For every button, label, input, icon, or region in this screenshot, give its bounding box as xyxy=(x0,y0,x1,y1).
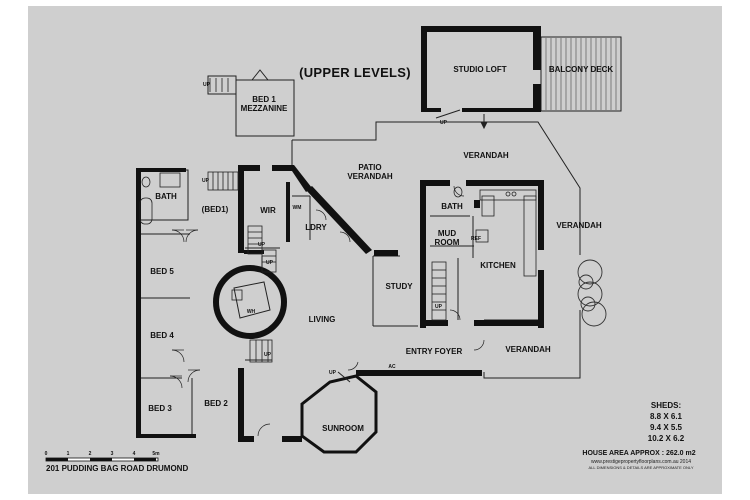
door-swings xyxy=(169,185,485,437)
label-living: LIVING xyxy=(309,315,336,324)
up-marker-living: UP xyxy=(264,352,272,358)
address-label: 201 PUDDING BAG ROAD DRUMOND xyxy=(46,464,188,473)
plan-heading: (UPPER LEVELS) xyxy=(299,65,411,80)
shed-size-2: 9.4 X 5.5 xyxy=(650,423,683,432)
direction-arrows xyxy=(337,109,488,383)
label-mud-line1: MUD xyxy=(438,229,456,238)
label-ref: REF xyxy=(471,236,481,242)
label-study: STUDY xyxy=(385,282,413,291)
label-studio-loft: STUDIO LOFT xyxy=(453,65,506,74)
sheds-title: SHEDS: xyxy=(651,401,681,410)
label-kitchen: KITCHEN xyxy=(480,261,516,270)
fixtures xyxy=(139,172,537,277)
label-verandah-right: VERANDAH xyxy=(556,221,602,230)
label-bed3: BED 3 xyxy=(148,404,172,413)
label-bed1-mezzanine-line2: MEZZANINE xyxy=(241,104,288,113)
label-bath-left: BATH xyxy=(155,192,177,201)
scale-tick-3: 3 xyxy=(111,451,114,457)
label-bed1-mezzanine-line1: BED 1 xyxy=(252,95,276,104)
scale-tick-0: 0 xyxy=(45,451,48,457)
label-patio-line2: VERANDAH xyxy=(347,172,393,181)
sunroom-outline xyxy=(300,374,378,454)
label-bed5: BED 5 xyxy=(150,267,174,276)
up-marker-studio: UP xyxy=(440,120,448,126)
label-bed2: BED 2 xyxy=(204,399,228,408)
label-verandah-bottom: VERANDAH xyxy=(505,345,551,354)
label-verandah-top: VERANDAH xyxy=(463,151,509,160)
label-bed1: (BED1) xyxy=(202,205,229,214)
label-wm: WM xyxy=(293,205,302,211)
label-mud-line2: ROOM xyxy=(435,238,460,247)
label-sunroom: SUNROOM xyxy=(322,424,364,433)
up-marker-wir: UP xyxy=(258,242,266,248)
credit-line-1: www.prestigepropertyfloorplans.com.au 20… xyxy=(591,459,691,465)
label-bed4: BED 4 xyxy=(150,331,174,340)
label-ac: AC xyxy=(388,364,396,370)
up-marker-sunroom: UP xyxy=(329,370,337,376)
scale-tick-5m: 5m xyxy=(152,451,160,457)
shed-size-3: 10.2 X 6.2 xyxy=(648,434,685,443)
stairs xyxy=(207,78,447,363)
trees xyxy=(577,259,607,327)
up-marker-bed1: UP xyxy=(202,178,210,184)
balcony-deck-hatch xyxy=(545,38,617,110)
house-area-label: HOUSE AREA APPROX : 262.0 m2 xyxy=(582,450,695,457)
scale-bar xyxy=(45,457,159,462)
label-patio-line1: PATIO xyxy=(358,163,381,172)
scale-tick-1: 1 xyxy=(67,451,70,457)
label-wh: WH xyxy=(247,309,256,315)
outline-lines xyxy=(137,36,622,436)
label-entry-foyer: ENTRY FOYER xyxy=(406,347,463,356)
up-marker-hall: UP xyxy=(266,260,274,266)
scale-tick-4: 4 xyxy=(133,451,136,457)
label-bath-right: BATH xyxy=(441,202,463,211)
up-marker-mudroom: UP xyxy=(435,304,443,310)
label-balcony-deck: BALCONY DECK xyxy=(549,65,614,74)
wh-drum xyxy=(213,265,287,339)
label-ldry: LDRY xyxy=(305,223,327,232)
up-marker-mezzanine: UP xyxy=(203,82,211,88)
label-wir: WIR xyxy=(260,206,276,215)
walls xyxy=(136,26,544,442)
credit-line-2: ALL DIMENSIONS & DETAILS ARE APPROXIMATE… xyxy=(589,465,694,470)
shed-size-1: 8.8 X 6.1 xyxy=(650,412,683,421)
scale-tick-2: 2 xyxy=(89,451,92,457)
